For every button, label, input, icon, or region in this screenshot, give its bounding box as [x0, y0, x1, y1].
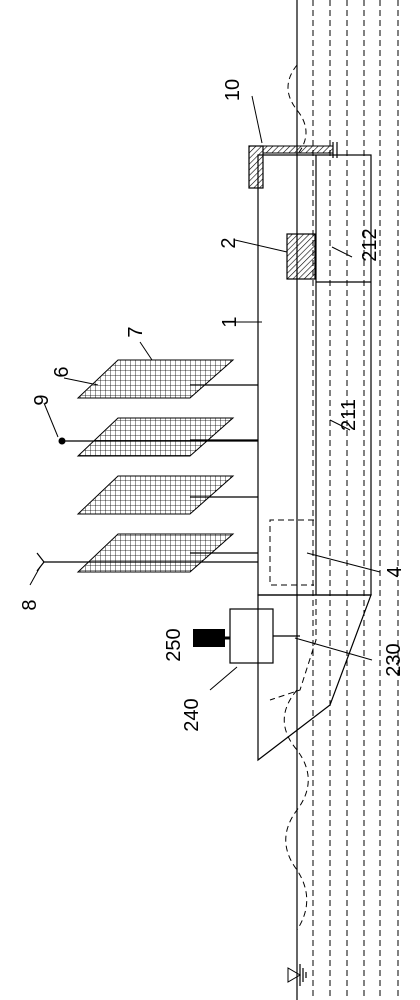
solar-panel	[76, 475, 235, 515]
sensor-9	[58, 437, 258, 445]
solar-panel	[76, 417, 235, 457]
label-7: 7	[125, 326, 147, 337]
label-2: 2	[218, 237, 240, 248]
label-230: 230	[383, 643, 405, 676]
label-212: 212	[359, 228, 381, 261]
label-4: 4	[384, 566, 406, 577]
bow-230	[257, 594, 372, 762]
labels: 10 2 212 7 1 6 9 211 4 8 250 230 240	[19, 79, 406, 732]
panels	[76, 359, 258, 573]
solar-panel	[76, 359, 235, 399]
compartment-4	[269, 519, 314, 586]
label-6: 6	[51, 366, 73, 377]
label-240: 240	[181, 698, 203, 731]
label-9: 9	[31, 394, 53, 405]
bracket-10	[248, 142, 338, 189]
water-layers	[296, 0, 399, 1000]
hull-211	[257, 154, 372, 596]
shore-wave-bottom	[283, 689, 309, 931]
label-1: 1	[219, 316, 241, 327]
label-250: 250	[163, 628, 185, 661]
solar-panel	[76, 533, 235, 573]
label-8: 8	[19, 599, 41, 610]
shore-wave-top	[287, 64, 307, 156]
bow-inner-dashed	[269, 594, 317, 701]
label-10: 10	[222, 79, 244, 101]
label-211: 211	[338, 399, 360, 431]
block-2	[286, 233, 316, 280]
leader-lines	[29, 95, 381, 691]
device-250	[193, 629, 225, 647]
water-level-symbol	[287, 964, 307, 986]
box-240	[229, 608, 274, 664]
